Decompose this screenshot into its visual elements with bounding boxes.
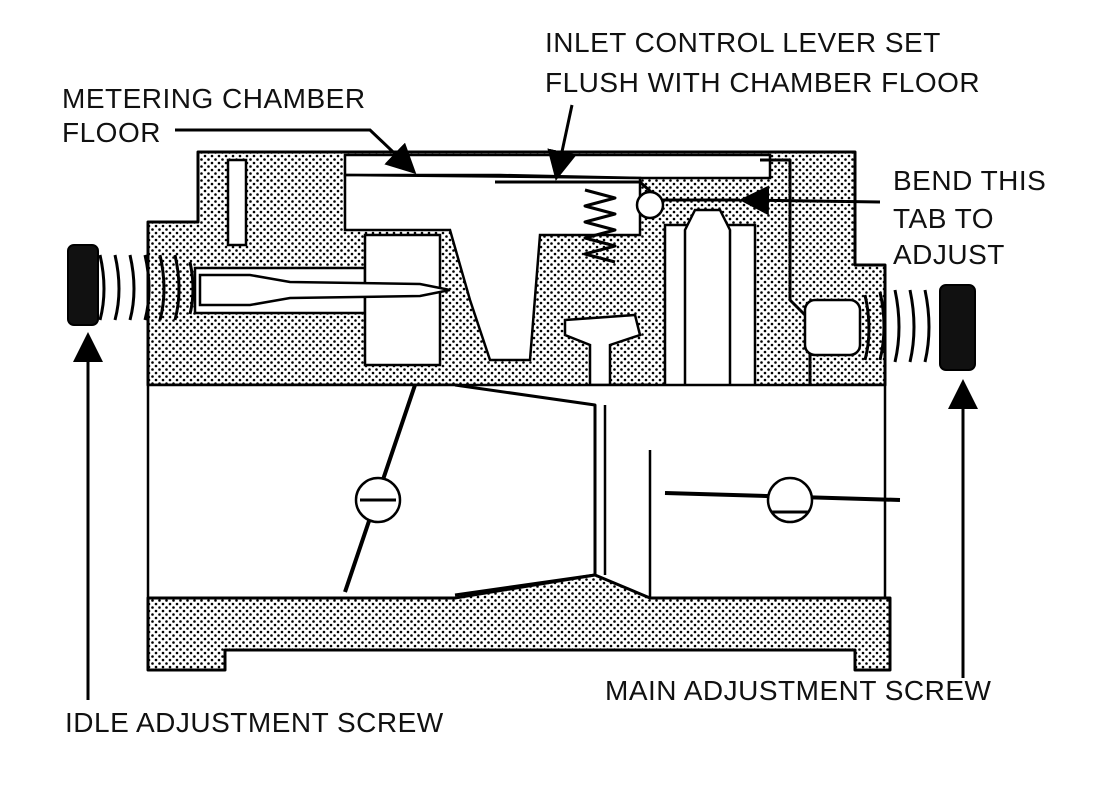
inlet-lever-arrow <box>547 104 577 181</box>
idle-screw-head <box>67 244 99 326</box>
throttle-bore <box>146 383 887 600</box>
metering-floor-leader <box>175 128 417 175</box>
inlet-label-line1: INLET CONTROL LEVER SET <box>545 27 941 58</box>
metering-label-line1: METERING CHAMBER <box>62 83 366 114</box>
bend-label-line1: BEND THIS <box>893 165 1046 196</box>
main-screw-tip <box>803 298 862 357</box>
idle-needle <box>198 273 451 307</box>
idle-channel <box>226 158 248 247</box>
lever-spring <box>583 188 617 264</box>
bend-tab-arrow <box>739 185 881 216</box>
lower-body <box>146 573 892 672</box>
main-screw-spring <box>863 289 931 363</box>
idle-pocket <box>363 233 442 367</box>
main-screw-head <box>939 284 976 371</box>
inlet-needle <box>683 208 732 402</box>
bend-label-line3: ADJUST <box>893 239 1005 270</box>
idle-screw-spring <box>98 254 195 321</box>
idle-screw-label: IDLE ADJUSTMENT SCREW <box>65 707 444 738</box>
metering-label-line2: FLOOR <box>62 117 161 148</box>
bend-label-line2: TAB TO <box>893 203 994 234</box>
choke-screw <box>766 476 814 524</box>
lever-pivot <box>635 190 665 220</box>
main-screw-label: MAIN ADJUSTMENT SCREW <box>605 675 992 706</box>
inlet-label-line2: FLUSH WITH CHAMBER FLOOR <box>545 67 980 98</box>
